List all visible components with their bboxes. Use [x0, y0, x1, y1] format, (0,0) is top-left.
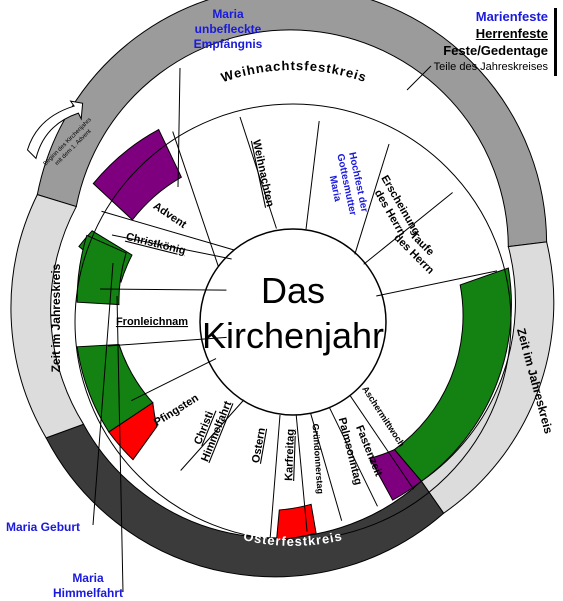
- legend-marienfeste: Marienfeste: [475, 9, 548, 24]
- pointer-empfaengnis: [177, 67, 181, 188]
- center-disk: [199, 228, 387, 416]
- pointer-teile: [406, 65, 432, 91]
- band-green-left-a: [76, 234, 127, 306]
- feast-gruendonnerstag: Gründonnerstag: [311, 423, 326, 494]
- legend-feste: Feste/Gedentage: [443, 43, 548, 58]
- ring-zeit-left: [10, 194, 85, 439]
- note-empfaengnis-l1: Maria: [212, 7, 244, 21]
- ring-weihnachtsfestkreis: [36, 0, 548, 248]
- feast-pfingsten: Pfingsten: [152, 392, 201, 429]
- zeit-left-label: Zeit im Jahreskreis: [49, 263, 63, 372]
- band-red-karfreitag: [275, 503, 317, 541]
- feast-fronleichnam: Fronleichnam: [116, 316, 188, 328]
- inner-ring-outline: [74, 103, 512, 541]
- feast-advent: Advent: [151, 200, 189, 231]
- legend-teile: Teile des Jahreskreises: [433, 61, 548, 73]
- note-himmelfahrt: Maria Himmelfahrt: [48, 571, 128, 601]
- band-advent: [92, 128, 183, 221]
- pointer-himmelfahrt: [116, 295, 124, 593]
- note-himmelfahrt-l2: Himmelfahrt: [52, 586, 123, 600]
- feast-weihnachten: Weihnachten: [250, 139, 276, 209]
- center-title-line1: Das: [261, 270, 325, 311]
- feast-ostern: Ostern: [250, 427, 268, 464]
- ring-osterfestkreis: [45, 423, 445, 578]
- pointer-geburt: [92, 262, 114, 526]
- dividers: [99, 116, 498, 541]
- note-empfaengnis-l2: unbefleckte: [194, 22, 262, 36]
- feast-hochfest: Hochfest der Gottesmutter Maria: [323, 150, 371, 221]
- note-empfaengnis: Maria unbefleckte Empfängnis: [178, 7, 278, 52]
- band-purple-fastenzeit: [369, 448, 423, 501]
- osterfestkreis-label: Osterfestkreis: [242, 528, 344, 549]
- weihnachtsfestkreis-label: Weihnachtsfestkreis: [219, 58, 369, 85]
- note-geburt-text: Maria Geburt: [6, 520, 81, 534]
- note-empfaengnis-l3: Empfängnis: [193, 37, 263, 51]
- feast-christkoenig: Christkönig: [125, 231, 187, 257]
- legend: Marienfeste Herrenfeste Feste/Gedentage …: [434, 8, 557, 76]
- legend-herrenfeste: Herrenfeste: [475, 26, 548, 41]
- note-himmelfahrt-l1: Maria: [72, 571, 104, 585]
- band-red-pfingsten: [108, 401, 158, 461]
- feast-karfreitag: Karfreitag: [283, 429, 297, 481]
- note-geburt: Maria Geburt: [6, 520, 90, 535]
- center-title-line2: Kirchenjahr: [202, 315, 384, 356]
